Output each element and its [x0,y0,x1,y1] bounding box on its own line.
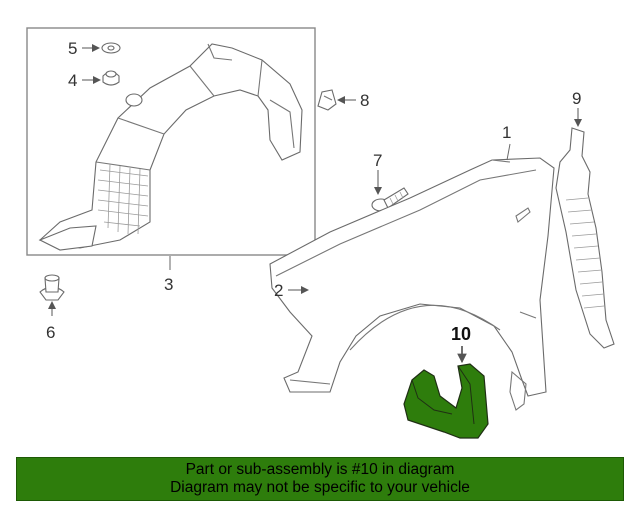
callout-8: 8 [360,91,369,110]
banner-line-2: Diagram may not be specific to your vehi… [170,479,470,496]
callout-9: 9 [572,89,581,108]
info-banner: Part or sub-assembly is #10 in diagram D… [16,457,624,501]
front-fender[interactable] [269,157,555,411]
callout-5: 5 [68,39,77,58]
clip-nut[interactable] [317,89,337,111]
callout-4: 4 [68,71,77,90]
fender-seal[interactable] [555,127,615,349]
callout-2: 2 [274,281,283,300]
grommet[interactable] [102,70,120,86]
part-group-box [26,27,316,256]
callout-7: 7 [373,151,382,170]
callout-3: 3 [164,275,173,294]
push-clip[interactable] [39,274,65,301]
callout-6: 6 [46,323,55,342]
washer[interactable] [101,42,121,54]
inner-fender-liner[interactable] [38,43,303,251]
callout-1: 1 [502,123,511,142]
mud-flap-highlighted[interactable] [403,363,489,439]
leader-lines [48,44,582,364]
banner-line-1: Part or sub-assembly is #10 in diagram [185,461,455,478]
callout-10: 10 [451,324,471,344]
